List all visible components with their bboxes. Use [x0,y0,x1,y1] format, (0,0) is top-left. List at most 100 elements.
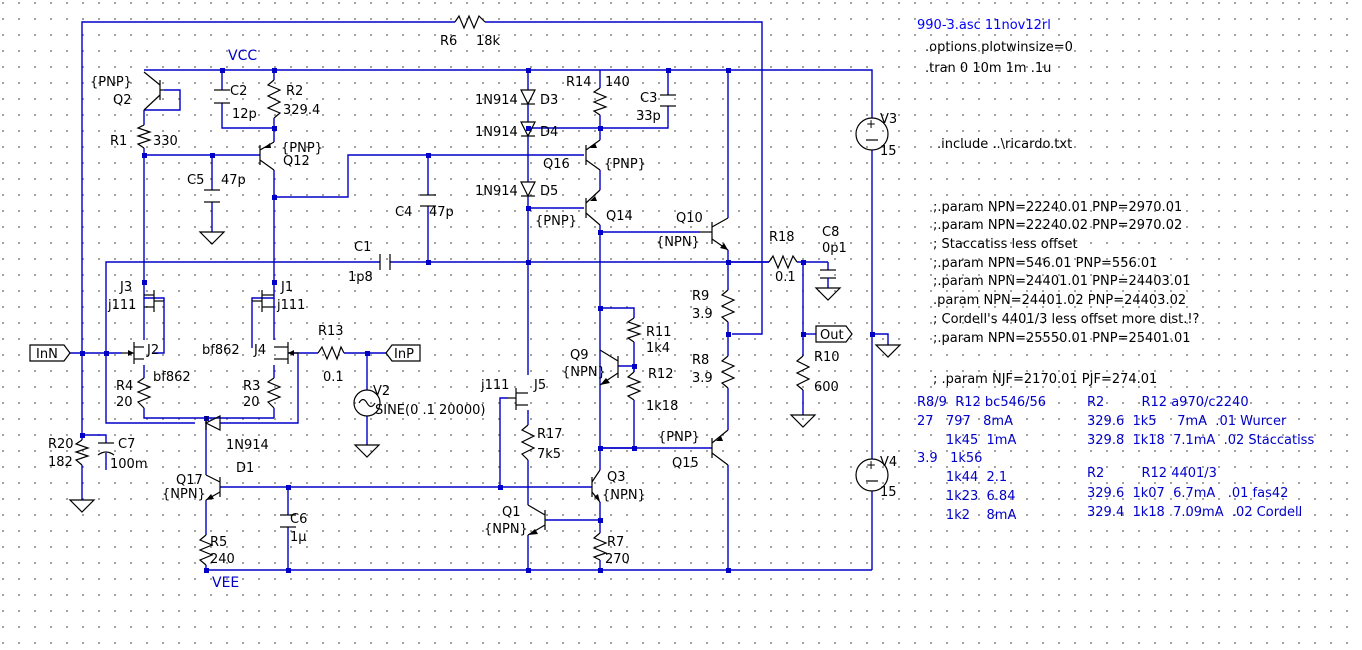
source-v2 [353,389,381,417]
directive-tran: .tran 0 10m 1m .1u [925,61,1051,76]
q17-ref: Q17 [176,473,203,488]
comment-line-10: R2 R12 4401/3 [1087,466,1217,481]
directive-param-4: ;.param NPN=24401.01 PNP=24403.01 [933,274,1191,289]
j4-value: bf862 [202,343,240,358]
directive-jfet-param: ; .param NJF=2170.01 PJF=274.01 [933,372,1157,387]
comment-line-12: 329.4 1k18 7.09mA .02 Cordell [1087,505,1302,520]
resistor-r13 [317,345,345,361]
c3-value: 33p [636,109,661,124]
resistor-r9 [720,289,736,323]
port-inn[interactable]: InN [29,344,71,362]
q12-value: {PNP} [281,141,323,156]
r10-ref: R10 [814,350,840,365]
r11-ref: R11 [646,325,672,340]
capacitor-c8 [820,269,836,288]
c2-ref: C2 [230,84,247,99]
directive-param-1: ;.param NPN=22240.02 PNP=2970.02 [933,218,1182,233]
directive-param-0: ;.param NPN=22240.01 PNP=2970.01 [933,200,1182,215]
q17-value: {NPN} [162,487,206,502]
j2-value: bf862 [153,370,191,385]
j5-value: j111 [480,378,509,393]
resistor-r5 [198,534,214,566]
transistor-q17 [205,474,221,501]
source-v4: + [855,458,889,492]
r2-value: 329.4 [283,103,320,118]
r5-value: 240 [210,552,235,567]
capacitor-c1 [379,254,391,270]
c1-value: 1p8 [348,270,373,285]
r12-ref: R12 [648,367,674,382]
d3-ref: D3 [540,93,558,108]
svg-text:+: + [866,458,876,472]
port-inp-label: InP [394,347,414,362]
directive-include: .include ..\ricardo.txt [937,137,1072,152]
ground-c5 [198,231,226,245]
ground-r10 [789,414,817,428]
resistor-r18 [768,254,798,270]
r20-value: 182 [48,455,73,470]
diode-d5 [520,181,536,198]
r3-ref: R3 [243,379,260,394]
diode-d1 [204,415,221,431]
component-labels: R6 18k {PNP} Q2 R1 330 C2 12p R2 329.4 {… [48,34,897,567]
resistor-r3 [266,377,282,409]
r10-value: 600 [814,380,839,395]
transistor-q12 [259,141,275,171]
comment-line-7: R2 R12 a970/c2240 [1087,395,1249,410]
resistor-r11 [626,317,642,343]
r2-ref: R2 [286,84,303,99]
resistor-r7 [592,532,608,561]
diode-symbols [204,89,536,431]
svg-text:+: + [866,117,876,131]
r20-ref: R20 [48,437,74,452]
q9-ref: Q9 [570,348,589,363]
port-out[interactable]: Out [815,325,853,343]
jfet-j1 [252,290,274,312]
comment-line-0: R8/9 R12 bc546/56 [917,395,1046,410]
resistor-r6 [454,14,486,30]
directive-param-6: ; Cordell's 4401/3 less offset more dist… [933,312,1199,327]
q3-ref: Q3 [607,470,626,485]
d3-value: 1N914 [475,93,518,108]
capacitor-c2 [214,89,230,104]
q12-ref: Q12 [283,154,310,169]
d1-ref: D1 [236,461,254,476]
directive-param-2: ; Staccatiss less offset [933,237,1078,252]
q1-value: {NPN} [484,522,528,537]
r7-ref: R7 [607,535,624,550]
d1-value: 1N914 [226,438,269,453]
q10-value: {NPN} [656,235,700,250]
c3-ref: C3 [640,91,657,106]
c6-ref: C6 [290,512,307,527]
j3-ref: J3 [119,280,132,295]
r14-ref: R14 [566,75,592,90]
q15-ref: Q15 [672,456,699,471]
resistor-r4 [136,377,152,409]
r17-ref: R17 [537,427,563,442]
transistor-q10 [700,217,729,251]
comment-line-11: 329.6 1k07 6.7mA .01 fas42 [1087,486,1288,501]
r9-value: 3.9 [692,307,713,322]
c7-ref: C7 [118,437,135,452]
transistor-q2 [143,71,164,111]
transistor-q9 [599,349,619,386]
port-flags[interactable]: InN InP Out [29,325,853,362]
resistor-r12 [626,371,642,401]
transistor-q14 [585,189,601,226]
c1-ref: C1 [354,240,371,255]
resistor-r8 [720,355,736,389]
comment-line-4: 1k44 2.1 [917,470,1007,485]
q9-value: {NPN} [562,365,606,380]
v2-ref: V2 [373,384,390,399]
q14-value: {PNP} [535,214,577,229]
transistor-q3 [591,469,601,503]
r12-value: 1k18 [646,399,678,414]
d5-ref: D5 [540,184,558,199]
r7-value: 270 [605,552,630,567]
r9-ref: R9 [692,289,709,304]
capacitor-symbols [97,89,836,528]
q2-value: {PNP} [90,75,132,90]
port-inp[interactable]: InP [385,344,421,362]
